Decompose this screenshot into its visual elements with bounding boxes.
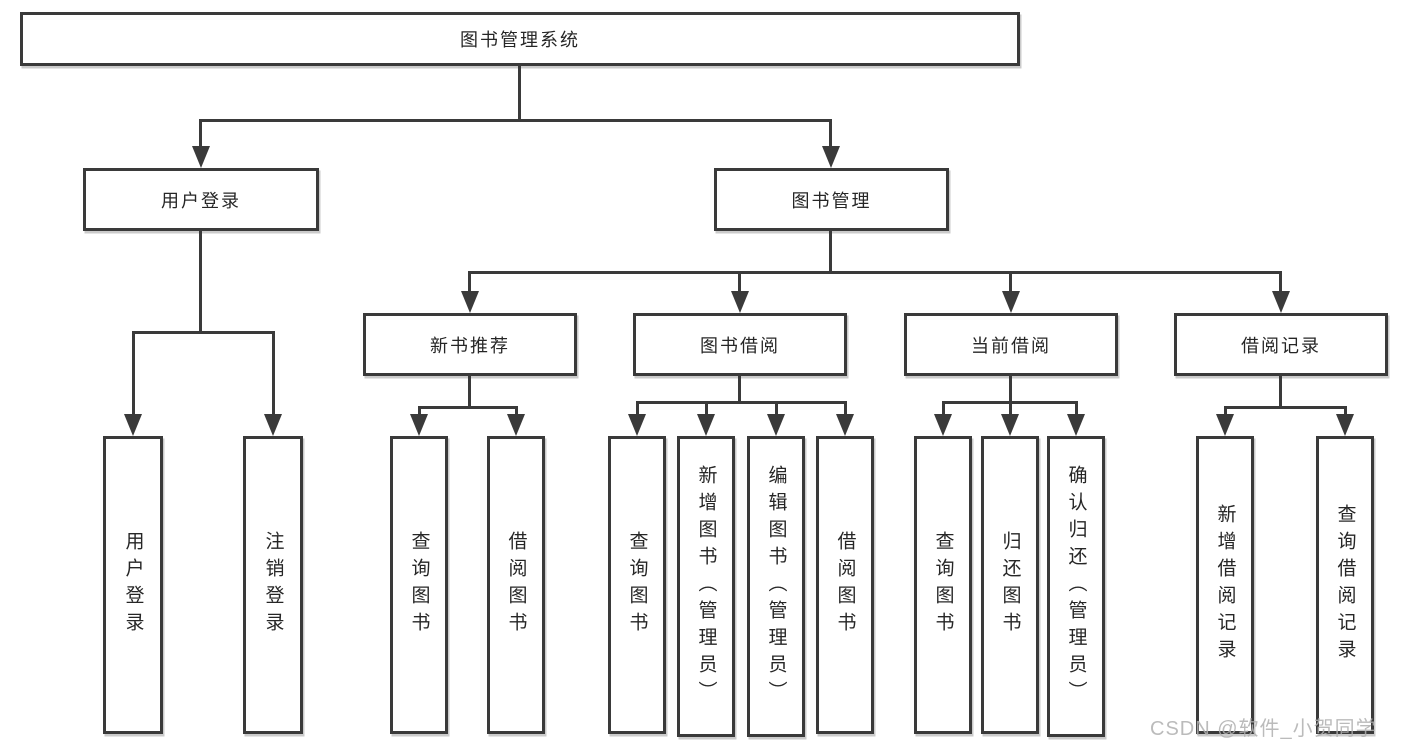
node-user-login: 用户登录: [83, 168, 319, 231]
connector-vertical: [775, 401, 778, 416]
node-book-management: 图书管理: [714, 168, 949, 231]
connector-vertical: [1075, 401, 1078, 416]
leaf-query-borrow-record: 查询借阅记录: [1316, 436, 1374, 734]
leaf-logout-label: 注销登录: [262, 531, 284, 639]
leaf-edit-books-admin-label: 编辑图书（管理员）: [765, 465, 787, 708]
connector-vertical: [418, 406, 421, 416]
leaf-borrow-books-new: 借阅图书: [487, 436, 545, 734]
leaf-add-books-admin: 新增图书（管理员）: [677, 436, 735, 737]
arrow-down: [1001, 414, 1019, 436]
node-current-borrow-label: 当前借阅: [971, 335, 1051, 356]
leaf-add-borrow-record: 新增借阅记录: [1196, 436, 1254, 734]
leaf-edit-books-admin: 编辑图书（管理员）: [747, 436, 805, 737]
connector-vertical: [829, 119, 832, 149]
leaf-query-books-current: 查询图书: [914, 436, 972, 734]
connector-horizontal: [1224, 406, 1347, 409]
node-book-borrow-label: 图书借阅: [700, 335, 780, 356]
leaf-query-books-new-label: 查询图书: [408, 531, 430, 639]
leaf-query-books-new: 查询图书: [390, 436, 448, 734]
connector-vertical: [1279, 271, 1282, 294]
leaf-user-login: 用户登录: [103, 436, 163, 734]
connector-vertical: [132, 331, 135, 417]
node-root: 图书管理系统: [20, 12, 1020, 66]
connector-vertical: [1009, 376, 1012, 404]
leaf-query-borrow-record-label: 查询借阅记录: [1334, 504, 1356, 666]
connector-horizontal: [636, 401, 847, 404]
leaf-return-books: 归还图书: [981, 436, 1039, 734]
node-borrow-records-label: 借阅记录: [1241, 335, 1321, 356]
leaf-borrow-books-label: 借阅图书: [834, 531, 856, 639]
connector-horizontal: [468, 271, 1282, 274]
connector-vertical: [738, 376, 741, 404]
arrow-down: [124, 414, 142, 436]
arrow-down: [731, 291, 749, 313]
arrow-down: [1336, 414, 1354, 436]
node-current-borrow: 当前借阅: [904, 313, 1118, 376]
connector-vertical: [468, 271, 471, 294]
arrow-down: [1216, 414, 1234, 436]
connector-vertical: [518, 66, 521, 122]
arrow-down: [264, 414, 282, 436]
arrow-down: [1067, 414, 1085, 436]
arrow-down: [507, 414, 525, 436]
leaf-add-borrow-record-label: 新增借阅记录: [1214, 504, 1236, 666]
leaf-borrow-books-new-label: 借阅图书: [505, 531, 527, 639]
connector-vertical: [1344, 406, 1347, 416]
arrow-down: [836, 414, 854, 436]
connector-vertical: [829, 231, 832, 273]
arrow-down: [461, 291, 479, 313]
connector-vertical: [199, 119, 202, 149]
arrow-down: [934, 414, 952, 436]
connector-horizontal: [132, 331, 274, 334]
arrow-down: [410, 414, 428, 436]
csdn-watermark: CSDN @软件_小贺同学: [1150, 718, 1377, 740]
node-new-book-recommend: 新书推荐: [363, 313, 577, 376]
connector-vertical: [468, 376, 471, 407]
leaf-add-books-admin-label: 新增图书（管理员）: [695, 465, 717, 708]
connector-horizontal: [418, 406, 518, 409]
connector-vertical: [738, 271, 741, 294]
leaf-query-books-current-label: 查询图书: [932, 531, 954, 639]
leaf-return-books-label: 归还图书: [999, 531, 1021, 639]
arrow-down: [1272, 291, 1290, 313]
leaf-query-books-borrow: 查询图书: [608, 436, 666, 734]
connector-horizontal: [199, 119, 832, 122]
arrow-down: [628, 414, 646, 436]
node-borrow-records: 借阅记录: [1174, 313, 1388, 376]
connector-vertical: [272, 331, 275, 417]
node-book-borrow: 图书借阅: [633, 313, 847, 376]
connector-vertical: [1009, 401, 1012, 416]
leaf-logout: 注销登录: [243, 436, 303, 734]
arrow-down: [697, 414, 715, 436]
arrow-down: [192, 146, 210, 168]
connector-vertical: [705, 401, 708, 416]
connector-vertical: [942, 401, 945, 416]
node-root-label: 图书管理系统: [460, 30, 580, 50]
connector-vertical: [636, 401, 639, 416]
connector-vertical: [515, 406, 518, 416]
node-new-book-recommend-label: 新书推荐: [430, 335, 510, 356]
arrow-down: [767, 414, 785, 436]
leaf-confirm-return-admin: 确认归还（管理员）: [1047, 436, 1105, 737]
arrow-down: [822, 146, 840, 168]
connector-vertical: [844, 401, 847, 416]
leaf-borrow-books: 借阅图书: [816, 436, 874, 734]
connector-vertical: [1279, 376, 1282, 407]
leaf-user-login-label: 用户登录: [122, 531, 144, 639]
node-book-management-label: 图书管理: [791, 190, 872, 211]
leaf-query-books-borrow-label: 查询图书: [626, 531, 648, 639]
arrow-down: [1002, 291, 1020, 313]
connector-vertical: [1224, 406, 1227, 416]
leaf-confirm-return-admin-label: 确认归还（管理员）: [1065, 465, 1087, 708]
connector-vertical: [1009, 271, 1012, 294]
node-user-login-label: 用户登录: [161, 190, 241, 211]
connector-vertical: [199, 231, 202, 332]
